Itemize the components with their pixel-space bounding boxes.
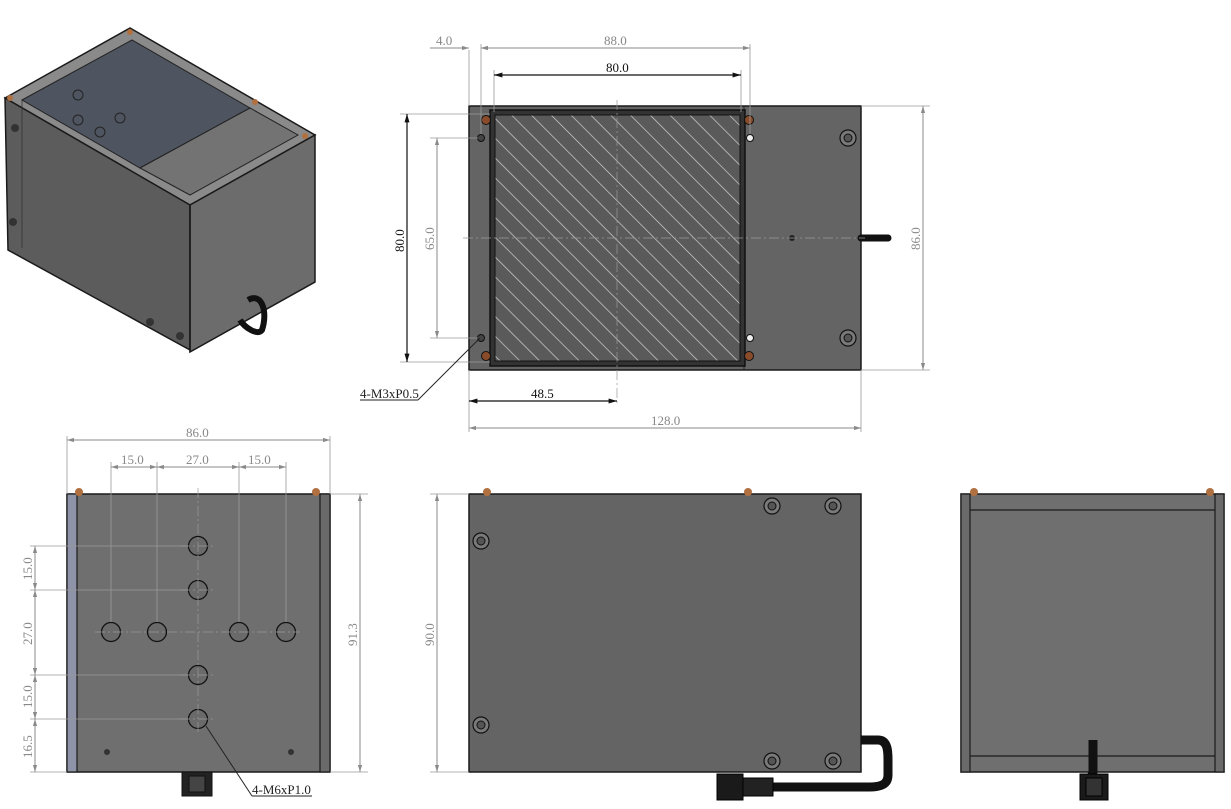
callout-m3-holes: 4-M3xP0.5: [360, 386, 419, 401]
dim-front-v-pitch-c: 15.0: [20, 685, 35, 708]
callout-m6-holes: 4-M6xP1.0: [252, 782, 311, 797]
dim-window-width: 80.0: [606, 60, 629, 75]
dim-front-v-pitch-a: 15.0: [20, 557, 35, 580]
dim-front-h-pitch-c: 15.0: [248, 452, 271, 467]
dim-front-v-pitch-b: 27.0: [20, 622, 35, 645]
dim-front-v-bottom: 16.5: [20, 735, 35, 758]
dim-hole-pitch-y: 65.0: [422, 227, 437, 250]
dim-front-height: 91.3: [345, 623, 360, 646]
top-view: 4.0 88.0 80.0 80.0 65.0 86.0 48.5 128.0 …: [360, 33, 930, 432]
dim-hole-pitch-x: 88.0: [604, 33, 627, 48]
dim-front-width: 86.0: [186, 425, 209, 440]
dim-window-center: 48.5: [531, 386, 554, 401]
dim-side-height: 90.0: [422, 623, 437, 646]
dim-total-length: 128.0: [651, 413, 680, 428]
dim-front-h-pitch-a: 15.0: [121, 452, 144, 467]
dim-front-h-pitch-b: 27.0: [186, 452, 209, 467]
front-view: 86.0 15.0 27.0 15.0 15.0 27.0 15.0 16.5 …: [20, 425, 368, 797]
dim-edge-offset: 4.0: [436, 33, 452, 48]
dim-window-height: 80.0: [392, 229, 407, 252]
side-view: 90.0: [422, 488, 893, 801]
dim-total-height: 86.0: [908, 227, 923, 250]
isometric-view: [3, 27, 317, 354]
end-view: [960, 488, 1225, 801]
